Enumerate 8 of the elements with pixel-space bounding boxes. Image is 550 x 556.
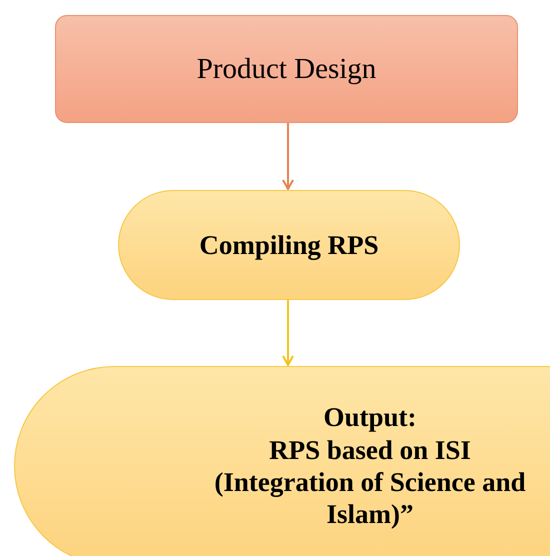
process-box — [55, 15, 518, 123]
node-text: RPS based on ISI (Integration of Science and Islam)” — [213, 434, 527, 531]
node-text: Compiling RPS — [198, 228, 380, 262]
node-text: Output: — [322, 401, 418, 434]
arrow — [282, 123, 294, 190]
rounded-process-box — [14, 366, 550, 556]
arrow — [282, 300, 294, 366]
node-text: Product Design — [196, 52, 378, 86]
